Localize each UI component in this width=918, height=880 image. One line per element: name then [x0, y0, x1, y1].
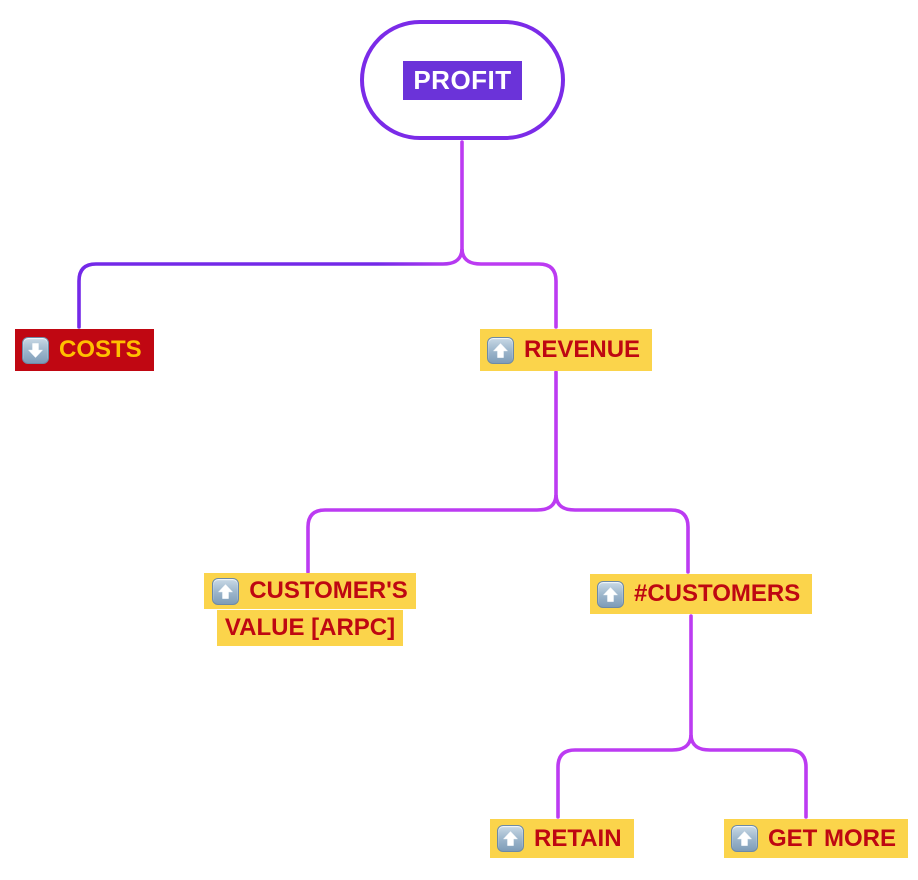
customer-value-text-1: CUSTOMER'S — [249, 577, 408, 604]
up-arrow-icon — [487, 336, 514, 364]
node-costs[interactable]: COSTS — [15, 329, 154, 371]
node-revenue-label: REVENUE — [524, 336, 641, 363]
node-customer-value-line1: CUSTOMER'S — [204, 573, 416, 609]
up-arrow-icon — [597, 580, 624, 608]
down-arrow-icon — [22, 336, 49, 364]
connector-revenue-customers — [554, 494, 690, 574]
connector-customers-getmore — [689, 734, 808, 819]
up-arrow-icon — [497, 825, 524, 852]
customer-value-text-2: VALUE [ARPC] — [224, 614, 396, 641]
connector-profit-revenue — [460, 248, 558, 329]
node-profit[interactable]: PROFIT — [360, 20, 565, 140]
node-customer-value-line2: VALUE [ARPC] — [216, 610, 404, 646]
node-get-more[interactable]: GET MORE — [724, 819, 909, 858]
node-customers[interactable]: #CUSTOMERS — [590, 574, 813, 614]
up-arrow-icon — [731, 825, 758, 852]
node-costs-label: COSTS — [59, 336, 142, 363]
node-revenue[interactable]: REVENUE — [480, 329, 653, 371]
connector-customers-retain — [556, 734, 693, 819]
node-retain[interactable]: RETAIN — [490, 819, 634, 858]
connector-profit-costs — [77, 248, 464, 329]
node-retain-label: RETAIN — [534, 824, 622, 852]
node-customer-value[interactable]: CUSTOMER'S VALUE [ARPC] — [204, 573, 416, 647]
node-get-more-label: GET MORE — [768, 824, 897, 852]
up-arrow-icon — [212, 577, 240, 605]
node-profit-label: PROFIT — [403, 60, 522, 100]
node-customers-label: #CUSTOMERS — [634, 580, 801, 607]
connector-revenue-customer-value — [306, 494, 558, 574]
